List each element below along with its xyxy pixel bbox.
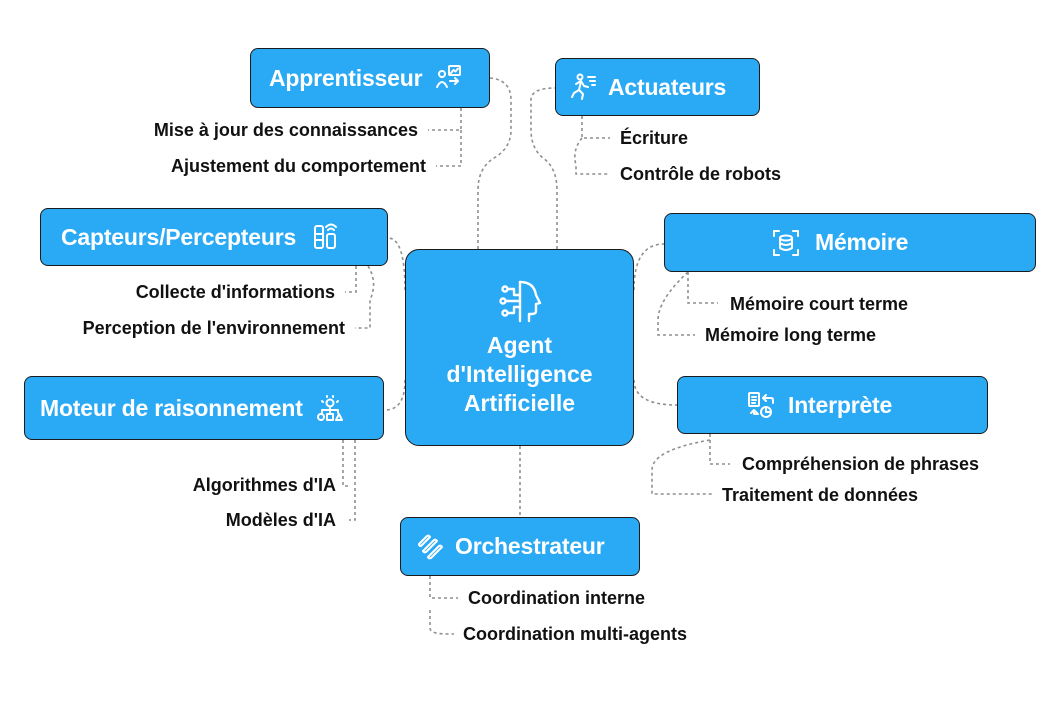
leaf-memoire-2: Mémoire long terme [705, 325, 877, 345]
leaf-orchestrateur-2: Coordination multi-agents [463, 624, 687, 644]
reasoning-icon [315, 393, 345, 423]
center-node[interactable]: Agent d'Intelligence Artificielle [405, 249, 634, 446]
leaf-capteurs-2: Perception de l'environnement [82, 318, 345, 338]
node-label: Actuateurs [608, 73, 727, 100]
node-apprentisseur[interactable]: Apprentisseur [250, 48, 490, 108]
center-title-line: d'Intelligence [446, 361, 593, 387]
leaf-apprentisseur-1: Mise à jour des connaissances [153, 120, 418, 140]
node-moteur[interactable]: Moteur de raisonnement [24, 376, 384, 440]
leaf-apprentisseur-2: Ajustement du comportement [170, 156, 426, 176]
leaf-actuateurs-2: Contrôle de robots [620, 164, 781, 184]
node-label: Capteurs/Percepteurs [61, 223, 297, 250]
center-title-line: Agent [486, 332, 553, 358]
node-label: Orchestrateur [455, 533, 605, 559]
node-label: Mémoire [815, 229, 909, 255]
node-orchestrateur[interactable]: Orchestrateur [400, 517, 640, 576]
leaf-interprete-1: Compréhension de phrases [742, 454, 980, 474]
node-label: Interprète [788, 391, 893, 418]
center-title-line: Artificielle [463, 390, 576, 416]
leaf-actuateurs-1: Écriture [620, 128, 689, 148]
leaf-interprete-2: Traitement de données [722, 485, 919, 505]
leaf-moteur-1: Algorithmes d'IA [192, 475, 336, 495]
node-actuateurs[interactable]: Actuateurs [555, 58, 760, 116]
node-label: Apprentisseur [269, 64, 423, 91]
sensor-icon [310, 222, 340, 252]
ai-head-icon [496, 277, 544, 325]
interpret-icon [746, 390, 776, 420]
learner-icon [434, 63, 464, 93]
center-title: Agent d'Intelligence Artificielle [446, 331, 592, 418]
node-label: Moteur de raisonnement [40, 394, 303, 421]
runner-icon [568, 72, 598, 102]
node-capteurs[interactable]: Capteurs/Percepteurs [40, 208, 388, 266]
database-icon [771, 228, 801, 258]
leaf-orchestrateur-1: Coordination interne [468, 588, 645, 608]
node-memoire[interactable]: Mémoire [664, 213, 1036, 272]
leaf-memoire-1: Mémoire court terme [730, 294, 909, 314]
node-interprete[interactable]: Interprète [677, 376, 988, 434]
leaf-capteurs-1: Collecte d'informations [135, 282, 335, 302]
leaf-moteur-2: Modèles d'IA [225, 510, 336, 530]
orchestration-icon [415, 532, 445, 562]
